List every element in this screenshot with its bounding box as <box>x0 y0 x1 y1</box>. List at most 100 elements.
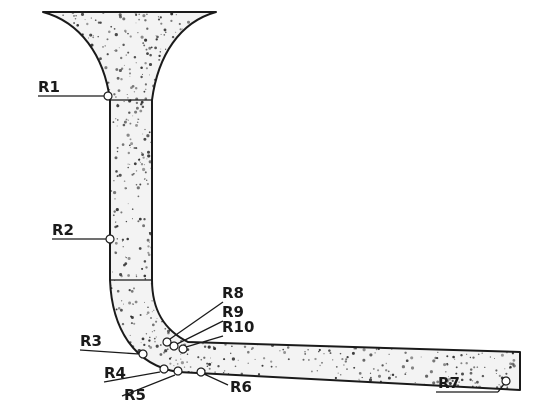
aggregate-speck <box>283 351 287 354</box>
aggregate-speck <box>205 380 208 383</box>
aggregate-speck <box>126 361 128 363</box>
aggregate-speck <box>116 238 119 240</box>
aggregate-speck <box>383 384 386 387</box>
aggregate-speck <box>135 274 137 276</box>
aggregate-speck <box>146 182 150 186</box>
aggregate-speck <box>60 36 64 39</box>
aggregate-speck <box>170 81 174 84</box>
aggregate-speck <box>153 337 156 340</box>
aggregate-speck <box>372 340 376 343</box>
sensor-r6: R6 <box>196 367 252 396</box>
aggregate-speck <box>212 346 215 348</box>
probe-r7 <box>501 376 511 386</box>
aggregate-speck <box>158 54 161 58</box>
aggregate-speck <box>375 348 378 351</box>
aggregate-speck <box>130 142 134 146</box>
aggregate-speck <box>316 370 318 372</box>
aggregate-speck <box>62 59 66 63</box>
aggregate-speck <box>181 376 185 380</box>
pipe-outline <box>42 11 521 391</box>
label-r6: R6 <box>230 378 252 396</box>
aggregate-speck <box>474 382 477 384</box>
aggregate-speck <box>199 53 201 55</box>
aggregate-speck <box>291 341 294 344</box>
aggregate-speck <box>160 71 162 74</box>
aggregate-speck <box>382 339 385 342</box>
aggregate-speck <box>180 83 182 85</box>
aggregate-speck <box>498 374 501 377</box>
aggregate-speck <box>492 343 495 346</box>
aggregate-speck <box>180 358 182 360</box>
aggregate-speck <box>173 89 176 92</box>
sensor-r3: R3 <box>79 332 148 359</box>
aggregate-speck <box>179 28 182 31</box>
aggregate-speck <box>132 115 134 117</box>
aggregate-speck <box>149 346 153 349</box>
aggregate-speck <box>115 308 118 311</box>
aggregate-speck <box>121 240 124 243</box>
aggregate-speck <box>195 70 197 72</box>
aggregate-speck <box>282 348 285 351</box>
aggregate-speck <box>146 158 148 160</box>
aggregate-speck <box>287 358 290 361</box>
aggregate-speck <box>81 50 83 52</box>
aggregate-speck <box>154 46 157 50</box>
aggregate-speck <box>144 171 147 174</box>
aggregate-speck <box>206 46 209 49</box>
aggregate-speck <box>197 77 200 80</box>
aggregate-speck <box>437 351 439 353</box>
aggregate-speck <box>140 75 143 79</box>
aggregate-speck <box>114 156 118 160</box>
aggregate-speck <box>127 166 129 169</box>
aggregate-speck <box>469 378 472 381</box>
aggregate-speck <box>168 298 171 300</box>
aggregate-speck <box>257 373 261 376</box>
aggregate-speck <box>517 345 519 347</box>
aggregate-speck <box>454 383 457 386</box>
aggregate-speck <box>114 49 118 52</box>
aggregate-speck <box>73 38 75 40</box>
aggregate-speck <box>143 274 147 278</box>
aggregate-speck <box>321 361 323 364</box>
aggregate-speck <box>94 19 97 22</box>
aggregate-speck <box>180 353 182 355</box>
aggregate-speck <box>165 304 169 308</box>
aggregate-speck <box>147 150 150 154</box>
aggregate-speck <box>346 368 348 370</box>
aggregate-speck <box>202 36 205 39</box>
aggregate-speck <box>133 91 136 93</box>
aggregate-speck <box>183 305 187 309</box>
pipe-fill <box>43 12 520 390</box>
aggregate-speck <box>150 46 153 49</box>
aggregate-speck <box>314 340 317 344</box>
aggregate-speck <box>84 19 86 21</box>
aggregate-speck <box>186 353 189 355</box>
aggregate-speck <box>316 385 318 388</box>
aggregate-speck <box>367 388 370 390</box>
aggregate-speck <box>286 346 290 349</box>
aggregate-speck <box>62 14 64 16</box>
aggregate-speck <box>128 68 131 71</box>
aggregate-speck <box>113 28 116 30</box>
aggregate-speck <box>443 363 447 367</box>
aggregate-speck <box>231 357 235 361</box>
aggregate-speck <box>175 359 177 361</box>
aggregate-speck <box>369 353 373 357</box>
aggregate-speck <box>222 371 225 374</box>
aggregate-speck <box>143 301 146 303</box>
aggregate-speck <box>189 375 193 379</box>
aggregate-speck <box>45 17 47 19</box>
aggregate-speck <box>162 94 166 97</box>
aggregate-speck <box>372 367 375 370</box>
aggregate-speck <box>71 72 75 76</box>
aggregate-speck <box>210 52 213 56</box>
aggregate-speck <box>140 100 144 104</box>
aggregate-speck <box>130 315 133 318</box>
aggregate-speck <box>125 54 127 56</box>
aggregate-speck <box>223 358 226 361</box>
aggregate-speck <box>75 61 78 65</box>
aggregate-speck <box>92 78 95 81</box>
aggregate-speck <box>115 68 119 71</box>
aggregate-speck <box>395 376 397 378</box>
aggregate-speck <box>62 24 67 28</box>
